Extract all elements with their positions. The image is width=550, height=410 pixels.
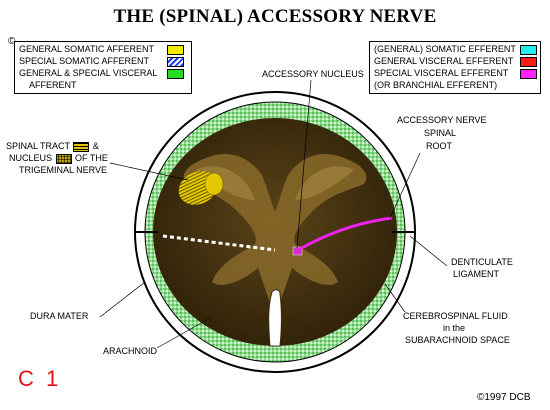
copyright-footer: ©1997 DCB [477, 392, 531, 403]
label-accessory-nucleus: ACCESSORY NUCLEUS [262, 69, 364, 79]
legend-row-gsva: GENERAL & SPECIAL VISCERAL [15, 67, 191, 79]
leader-accessory-nerve [389, 152, 421, 219]
legend-swatch-gsva [167, 69, 184, 79]
label-nucleus-text: NUCLEUS [9, 153, 53, 163]
legend-label-afferent: AFFERENT [29, 80, 77, 90]
legend-label-sve: SPECIAL VISCERAL EFFERENT [374, 68, 509, 78]
label-dura-mater: DURA MATER [30, 311, 89, 321]
trigeminal-spinal-nucleus [204, 172, 224, 196]
label-ampersand: & [92, 141, 99, 151]
legend-swatch-gve [520, 57, 537, 67]
legend-label-gsva: GENERAL & SPECIAL VISCERAL [19, 68, 158, 78]
accessory-nucleus [292, 246, 303, 256]
label-spinal-tract: SPINAL TRACT & [6, 141, 99, 152]
legend-label-gsa: GENERAL SOMATIC AFFERENT [19, 44, 155, 54]
leader-trigeminal [109, 162, 189, 181]
label-ligament: LIGAMENT [453, 269, 500, 279]
accessory-nerve-root [299, 216, 393, 251]
leader-denticulate [409, 235, 448, 267]
legend-swatch-gse [520, 45, 537, 55]
trigeminal-nucleus-swatch [55, 153, 72, 164]
label-spinal-tract-text: SPINAL TRACT [6, 141, 70, 151]
legend-row-ssa: SPECIAL SOMATIC AFFERENT [15, 55, 191, 67]
legend-row-gsa: GENERAL SOMATIC AFFERENT [15, 43, 191, 55]
label-denticulate: DENTICULATE [451, 257, 513, 267]
plate-level-label: C 1 [18, 366, 62, 391]
leader-dura [99, 281, 146, 318]
commissural-dashed-line [162, 234, 276, 252]
label-trigeminal-nerve: TRIGEMINAL NERVE [19, 165, 108, 175]
legend-label-ssa: SPECIAL SOMATIC AFFERENT [19, 56, 150, 66]
leader-csf [384, 283, 406, 313]
diagram-title: THE (SPINAL) ACCESSORY NERVE [113, 6, 437, 27]
legend-row-afferent: AFFERENT [15, 79, 191, 91]
copyright-corner-mark: © [8, 36, 16, 47]
anterior-median-fissure [268, 289, 282, 347]
gray-matter [183, 154, 367, 312]
legend-label-gve: GENERAL VISCERAL EFFERENT [374, 56, 514, 66]
label-spinal: SPINAL [424, 128, 457, 138]
label-of-the: OF THE [75, 153, 108, 163]
label-arachnoid: ARACHNOID [103, 346, 158, 356]
legend-swatch-ssa [167, 57, 184, 67]
legend-swatch-sve [520, 69, 537, 79]
legend-swatch-gsa [167, 45, 184, 55]
legend-row-sve: SPECIAL VISCERAL EFFERENT [370, 67, 540, 79]
label-nucleus-line: NUCLEUS OF THE [9, 153, 108, 164]
legend-row-branchial: (OR BRANCHIAL EFFERENT) [370, 79, 540, 91]
label-in-the: in the [443, 323, 466, 333]
label-accessory-nerve: ACCESSORY NERVE [397, 115, 487, 125]
label-subarachnoid-space: SUBARACHNOID SPACE [405, 335, 510, 345]
afferent-legend: GENERAL SOMATIC AFFERENT SPECIAL SOMATIC… [14, 41, 192, 94]
label-root: ROOT [426, 141, 452, 151]
dorsal-horn-right [295, 166, 354, 200]
legend-label-gse: (GENERAL) SOMATIC EFFERENT [374, 44, 516, 54]
legend-row-gve: GENERAL VISCERAL EFFERENT [370, 55, 540, 67]
leader-arachnoid [156, 317, 211, 349]
trigeminal-tract-swatch [73, 141, 90, 152]
efferent-legend: (GENERAL) SOMATIC EFFERENT GENERAL VISCE… [369, 41, 541, 94]
label-csf: CEREBROSPINAL FLUID [403, 311, 508, 321]
legend-label-branchial: (OR BRANCHIAL EFFERENT) [374, 80, 498, 90]
legend-row-gse: (GENERAL) SOMATIC EFFERENT [370, 43, 540, 55]
leader-accessory-nucleus [296, 79, 312, 249]
